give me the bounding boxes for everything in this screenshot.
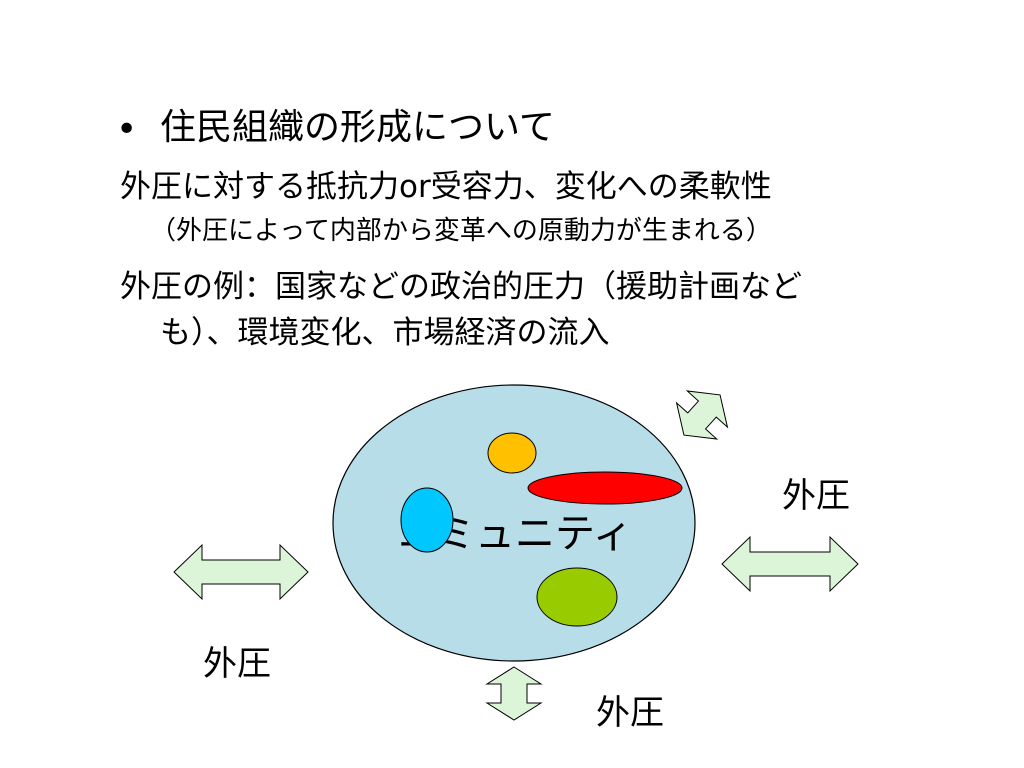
member-orange-blob	[487, 432, 537, 474]
bullet-marker: •	[116, 109, 138, 150]
double-arrow-right	[721, 535, 859, 593]
double-arrow-top-right	[675, 390, 729, 440]
resistance-line: 外圧に対する抵抗力or受容力、変化への柔軟性	[120, 169, 772, 205]
double-arrow-bottom	[485, 666, 543, 721]
heading-text: 住民組織の形成について	[160, 107, 555, 148]
pressure-label-right: 外圧	[782, 476, 850, 516]
note-line: （外圧によって内部から変革への原動力が生まれる）	[150, 216, 772, 246]
member-red-blob	[527, 471, 683, 505]
member-blue-blob	[400, 487, 454, 553]
pressure-label-left: 外圧	[203, 644, 271, 684]
member-green-blob	[536, 567, 618, 627]
double-arrow-left	[173, 543, 309, 601]
examples-line-2: も）、環境変化、市場経済の流入	[160, 315, 610, 351]
examples-line-1: 外圧の例：国家などの政治的圧力（援助計画など	[120, 269, 802, 305]
pressure-label-bottom: 外圧	[596, 693, 664, 733]
